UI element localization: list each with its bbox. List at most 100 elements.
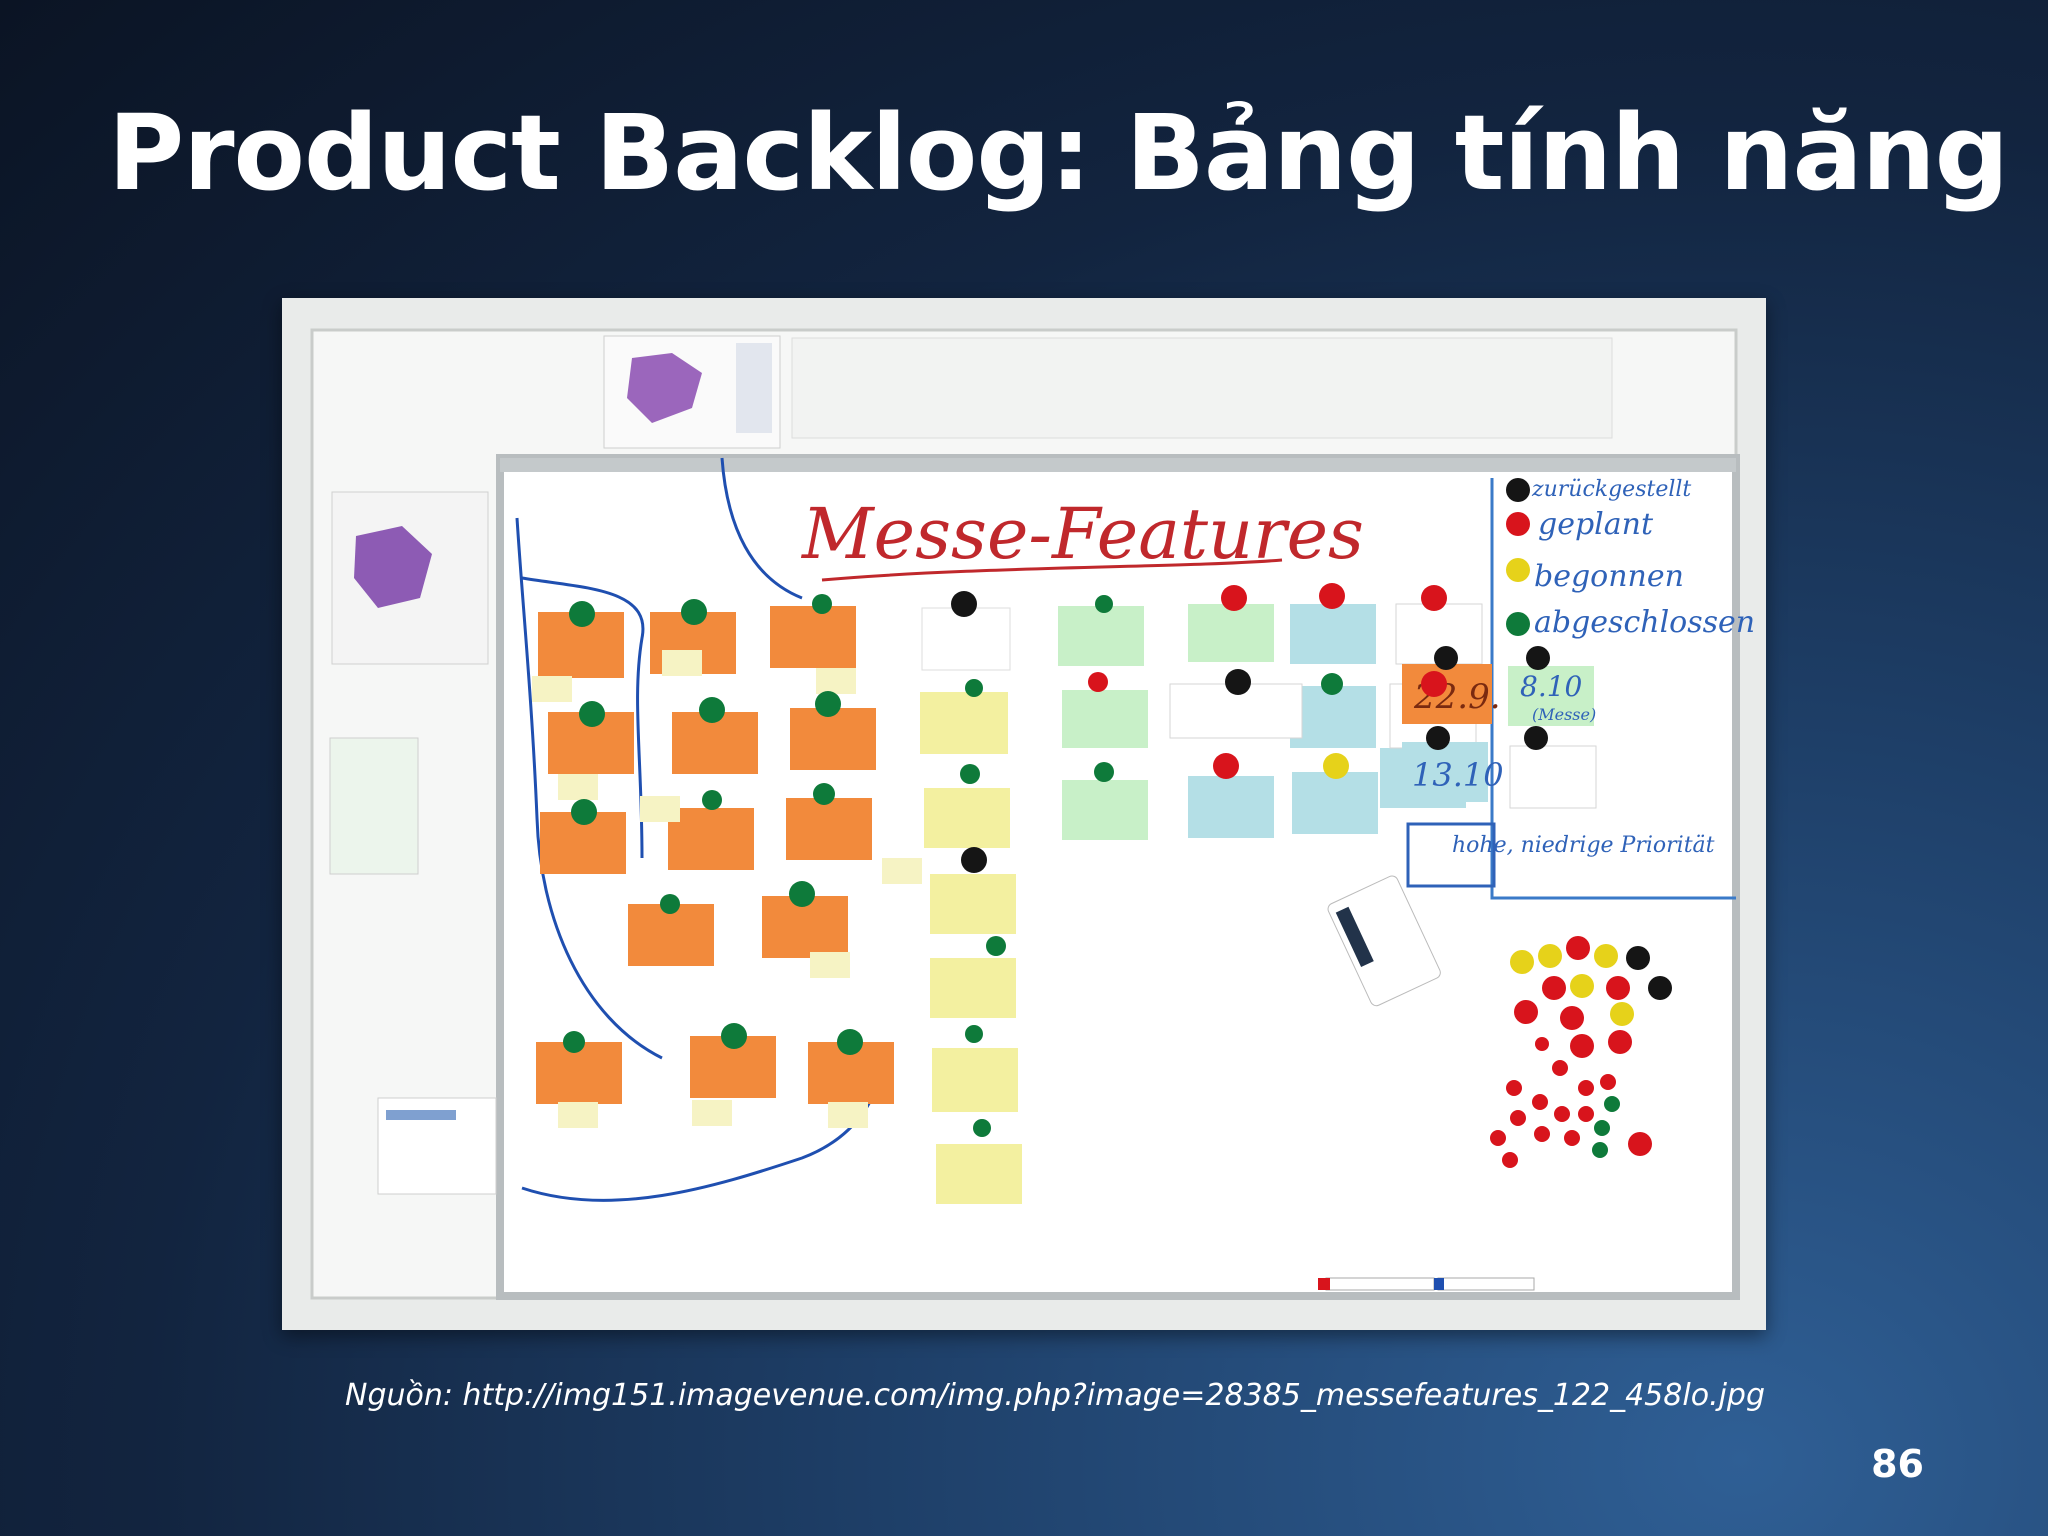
map-region-left (354, 526, 432, 608)
whiteboard-surface (496, 454, 1740, 1300)
magnet-green (965, 679, 983, 697)
magnet-green (789, 881, 815, 907)
magnet-green (1321, 673, 1343, 695)
note-yellow (936, 1144, 1022, 1204)
magnet-red (1319, 583, 1345, 609)
note-yellow (930, 874, 1016, 934)
magnet-green (837, 1029, 863, 1055)
magnet-green (815, 691, 841, 717)
magnet-black (1506, 478, 1530, 502)
note-green (1508, 666, 1594, 726)
marker-line-group (521, 576, 645, 859)
magnet-green (1095, 595, 1113, 613)
note-blue (1188, 776, 1274, 838)
magnet-green (973, 1119, 991, 1137)
legend-date-2: 8.10 (1520, 670, 1582, 703)
whiteboard-heading: Messe-Features (800, 493, 1364, 575)
slip (558, 1102, 598, 1128)
legend-item-deferred: zurückgestellt (1531, 477, 1691, 502)
whiteboard-top-rail (500, 458, 1736, 472)
note-white (1509, 745, 1597, 809)
magnet-green (699, 697, 725, 723)
slip (558, 774, 598, 800)
eraser (1327, 875, 1441, 1007)
magnet-green (1094, 762, 1114, 782)
magnet-green (986, 936, 1006, 956)
yellow-slips (532, 650, 922, 1128)
note-blue (1292, 772, 1378, 834)
note-magnets (563, 583, 1447, 1137)
heading-underline (821, 558, 1283, 582)
priority-box (1406, 822, 1496, 888)
date-card-orange (1402, 664, 1492, 724)
whiteboard-illustration: Messe-Features (282, 298, 1766, 1330)
legend-item-finished: abgeschlossen (1534, 605, 1755, 640)
note-orange (790, 708, 876, 770)
magnet-green (563, 1031, 585, 1053)
date-card-blue (1402, 742, 1488, 802)
slip (662, 650, 702, 676)
legend-border (1490, 478, 1736, 900)
magnet-red (1088, 672, 1108, 692)
magnet-green (813, 783, 835, 805)
note-yellow (924, 788, 1010, 848)
magnet-red (1421, 585, 1447, 611)
note-orange (536, 1042, 622, 1104)
slip (810, 952, 850, 978)
magnet-green (721, 1023, 747, 1049)
note-blue (1290, 686, 1376, 748)
magnet-black (1526, 646, 1550, 670)
magnet-green (571, 799, 597, 825)
note-green (1062, 690, 1148, 748)
marker-pen (1325, 1277, 1435, 1291)
magnet-yellow (1506, 558, 1530, 582)
magnet-black (1434, 646, 1458, 670)
note-blue (1290, 604, 1376, 664)
magnet-green (812, 594, 832, 614)
slip (816, 668, 856, 694)
magnet-red (1213, 753, 1239, 779)
map-legend-panel (736, 343, 772, 433)
note-green (1062, 780, 1148, 840)
note-green (1058, 606, 1144, 666)
note-yellow (930, 958, 1016, 1018)
slip (828, 1102, 868, 1128)
note-orange (770, 606, 856, 668)
blank-sheet (791, 337, 1613, 439)
magnet-green (579, 701, 605, 727)
note-yellow (932, 1048, 1018, 1112)
marker-cap-red (1318, 1278, 1330, 1290)
legend-date-3: 13.10 (1412, 756, 1504, 794)
note-orange (628, 904, 714, 966)
magnet-red (1506, 512, 1530, 536)
marker-line-top (720, 457, 803, 600)
magnet-green (660, 894, 680, 914)
marker-cap-blue (1434, 1278, 1444, 1290)
magnet-green (569, 601, 595, 627)
note-yellow (920, 692, 1008, 754)
magnet-yellow (1323, 753, 1349, 779)
magnet-black (1426, 726, 1450, 750)
eraser-label (1335, 906, 1374, 968)
legend-item-started: begonnen (1534, 559, 1684, 594)
magnet-red (1221, 585, 1247, 611)
green-notes (1058, 604, 1594, 840)
magnet-red (1421, 671, 1447, 697)
magnet-green (965, 1025, 983, 1043)
slip (532, 676, 572, 702)
slip (640, 796, 680, 822)
legend-priority-label: hohe, niedrige Priorität (1452, 833, 1715, 858)
magnet-green (681, 599, 707, 625)
note-orange (786, 798, 872, 860)
map-region-shape (627, 353, 702, 423)
legend-item-planned: geplant (1538, 507, 1654, 542)
yellow-notes (920, 692, 1022, 1204)
card-header-bar (386, 1110, 456, 1120)
slip (692, 1100, 732, 1126)
source-caption: Nguồn: http://img151.imagevenue.com/img.… (345, 1378, 1766, 1413)
magnet-green (960, 764, 980, 784)
marker-pen (1437, 1277, 1535, 1291)
slide-number: 86 (1871, 1442, 1924, 1486)
magnet-green (702, 790, 722, 810)
magnet-green (1506, 612, 1530, 636)
